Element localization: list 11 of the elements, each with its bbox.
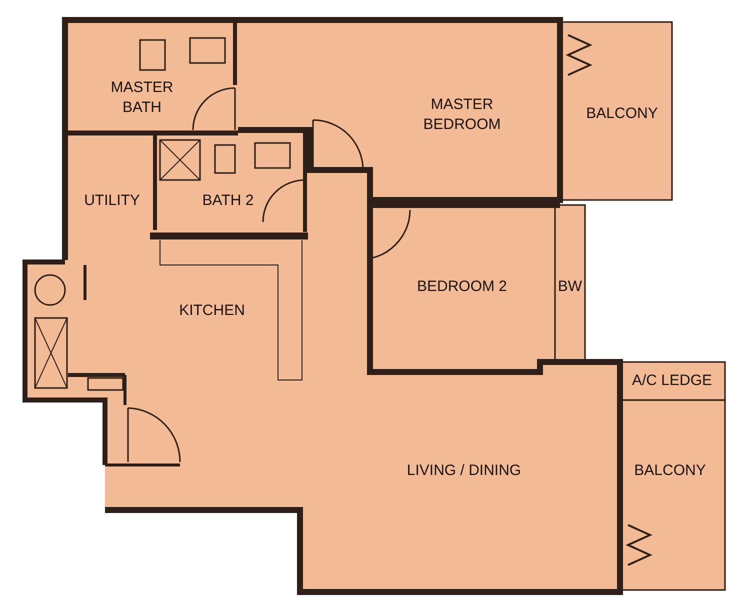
room-label: BEDROOM 2 — [417, 277, 507, 297]
room-label: BALCONY — [634, 461, 706, 481]
room-label: BATH 2 — [202, 191, 254, 211]
room-label: MASTER BATH — [110, 78, 174, 118]
room-label: UTILITY — [84, 191, 140, 211]
room-label: MASTER BEDROOM — [422, 95, 502, 135]
room-label: BW — [558, 277, 582, 297]
room-label: KITCHEN — [179, 301, 245, 321]
room-label: A/C LEDGE — [632, 371, 712, 391]
room-label: LIVING / DINING — [406, 461, 522, 481]
room-label: BALCONY — [586, 104, 658, 124]
